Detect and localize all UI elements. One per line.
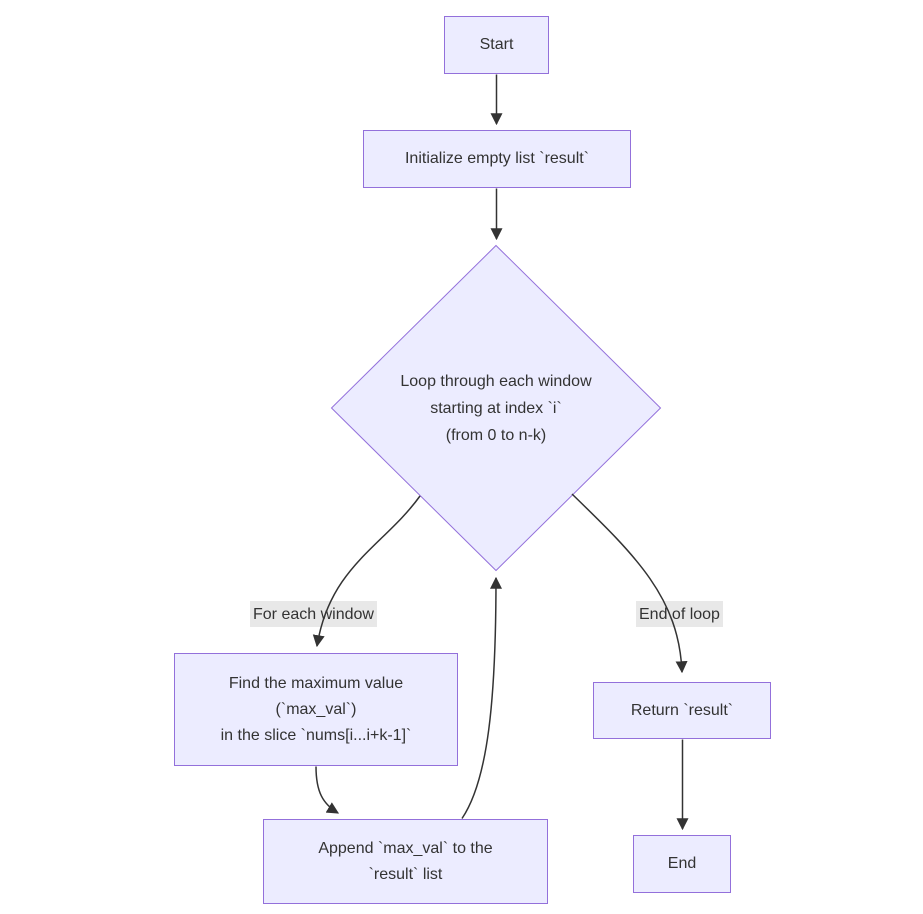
node-end: End: [633, 835, 731, 893]
edge-loop-to-return: [571, 493, 688, 674]
edge-loop-to-find: [312, 495, 421, 648]
node-find-max-value: Find the maximum value (`max_val`) in th…: [174, 653, 458, 766]
edge-append-to-loop: [461, 576, 502, 819]
node-initialize-result: Initialize empty list `result`: [363, 130, 631, 188]
edge-find-to-append: [315, 766, 340, 814]
node-loop-decision-shape: [330, 244, 662, 572]
node-start: Start: [444, 16, 549, 74]
edge-label-end-of-loop: End of loop: [636, 601, 723, 627]
node-return-result: Return `result`: [593, 682, 771, 739]
edge-label-for-each-window: For each window: [250, 601, 377, 627]
node-append-max-val: Append `max_val` to the `result` list: [263, 819, 548, 904]
